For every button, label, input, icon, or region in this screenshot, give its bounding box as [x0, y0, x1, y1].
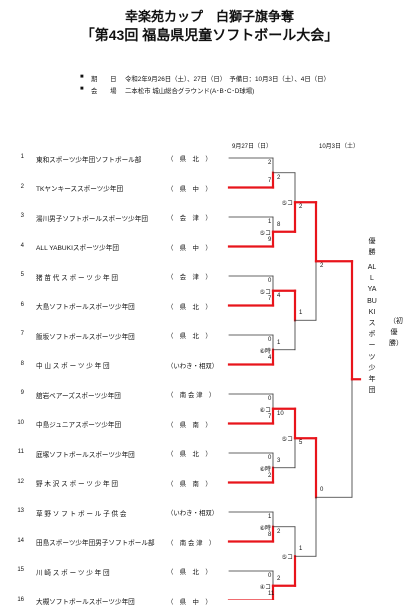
team-number: 5	[20, 272, 24, 278]
team-region: （いわき・相双）	[167, 510, 219, 517]
score-bottom: 2	[277, 575, 281, 582]
score-bottom: 1	[277, 339, 281, 346]
score-top: 2	[277, 528, 281, 535]
score-top: 2	[320, 263, 324, 270]
round-header-1: 9月27日（日）	[232, 144, 273, 150]
score-top: 2	[277, 174, 281, 181]
team-number: 6	[20, 301, 24, 308]
team-region: （ 県 北 ）	[167, 303, 212, 311]
score-top: 0	[268, 278, 272, 284]
team-region: （いわき・相双）	[167, 362, 219, 370]
team-region: （ 県 北 ）	[167, 569, 212, 576]
team-region: （ 県 南 ）	[167, 480, 212, 488]
bullet-icon: ■	[80, 86, 84, 92]
team-region: （ 会 津 ）	[167, 274, 212, 281]
team-region: （ 県 南 ）	[167, 421, 212, 429]
score-top: 10	[277, 410, 284, 417]
team-name: 東和スポーツ少年団ソフトボール部	[36, 156, 142, 164]
match-note: ⑤コ	[281, 201, 293, 208]
schedule-value: 令和2年9月26日（土）、27日（日） 予備日：10月3日（土）、4日（日）	[125, 76, 330, 83]
match-note: ⑥時	[259, 348, 271, 355]
team-region: （ 南 会 津 ）	[167, 539, 216, 547]
team-name: 大島ソフトボールスポーツ少年団	[36, 304, 135, 311]
team-name: 湯川男子ソフトボールスポーツ少年団	[36, 215, 148, 223]
score-top: 0	[268, 337, 272, 343]
team-name: 草野ソフトボール子供会	[36, 510, 129, 518]
team-number: 13	[17, 508, 24, 514]
schedule-label: 期 日	[91, 76, 117, 83]
team-region: （ 南 会 津 ）	[167, 392, 216, 399]
team-region: （ 会 津 ）	[167, 215, 212, 222]
team-number: 10	[17, 419, 24, 426]
team-number: 15	[17, 567, 24, 573]
score-bottom: 8	[277, 221, 281, 228]
score-top: 1	[268, 514, 272, 520]
team-number: 7	[20, 331, 24, 337]
score-top: 2	[299, 204, 303, 211]
team-number: 9	[20, 390, 24, 396]
match-note: ⑤コ	[259, 289, 271, 296]
score-top: 0	[268, 573, 272, 579]
team-number: 3	[20, 213, 24, 219]
team-number: 2	[20, 183, 24, 190]
team-name: 田島スポーツ少年団男子ソフトボール部	[36, 540, 155, 547]
team-region: （ 県 北 ）	[167, 156, 212, 163]
team-name: 庭塚ソフトボールスポーツ少年団	[36, 451, 135, 459]
match-note: ④コ	[259, 584, 271, 591]
venue-label: 会 場	[91, 88, 117, 95]
champion-note: （初優勝）	[389, 318, 403, 348]
team-number: 8	[20, 360, 24, 367]
team-name: 中山スポーツ少年団	[36, 363, 112, 370]
venue-value: 二本松市 城山総合グラウンド(A･B･C･D球場)	[125, 88, 255, 95]
score-bottom: 7	[268, 413, 272, 420]
team-region: （ 県 北 ）	[167, 333, 212, 340]
team-number: 12	[17, 478, 24, 485]
team-name: 野木沢スポーツ少年団	[36, 481, 120, 488]
team-name: 飯坂ソフトボールスポーツ少年団	[36, 333, 135, 341]
team-region: （ 県 中 ）	[167, 244, 212, 252]
score-bottom: 7	[268, 177, 272, 184]
match-note: ⑥時	[259, 466, 271, 473]
match-note: ⑤コ	[259, 230, 271, 237]
score-top: 5	[299, 440, 303, 447]
team-region: （ 県 北 ）	[167, 451, 212, 458]
score-bottom: 3	[277, 457, 281, 464]
team-name: 舘岩ベアーズスポーツ少年団	[36, 392, 121, 400]
score-bottom: 1	[299, 546, 303, 553]
team-name: 猪苗代スポーツ少年団	[36, 274, 120, 282]
score-bottom: 7	[268, 295, 272, 302]
score-bottom: 4	[268, 354, 272, 361]
score-bottom: 2	[268, 472, 272, 479]
team-region: （ 県 中 ）	[167, 185, 212, 193]
team-name: 中島ジュニアスポーツ少年団	[36, 422, 122, 429]
score-bottom: 11	[268, 590, 275, 597]
score-bottom: 9	[268, 236, 272, 243]
match-note: ⑥時	[259, 525, 271, 532]
match-note: ⑤コ	[281, 437, 293, 444]
team-number: 14	[17, 537, 24, 544]
score-top: 4	[277, 292, 281, 299]
team-name: ALL YABUKIスポーツ少年団	[36, 245, 119, 252]
round-header-2: 10月3日（土）	[319, 144, 360, 150]
match-note: ⑥コ	[259, 407, 271, 414]
team-number: 1	[20, 154, 24, 160]
champion-label: 優勝	[368, 238, 376, 257]
score-top: 1	[268, 219, 272, 225]
team-name: 川崎スポーツ少年団	[36, 569, 112, 577]
page-title: 幸楽苑カップ 白獅子旗争奪	[124, 9, 294, 24]
bullet-icon: ■	[80, 74, 84, 80]
page-subtitle: 「第43回 福島県児童ソフトボール大会」	[80, 27, 339, 43]
score-top: 2	[268, 160, 272, 166]
score-bottom: 1	[299, 310, 303, 317]
score-bottom: 8	[268, 531, 272, 538]
score-top: 0	[268, 396, 272, 402]
team-number: 11	[17, 449, 24, 455]
team-name: TKヤンキーススポーツ少年団	[36, 186, 124, 193]
score-bottom: 0	[320, 487, 324, 494]
champion-team: ALL YABUKIスポーツ少年団	[367, 264, 377, 395]
team-number: 4	[20, 242, 24, 249]
score-top: 0	[268, 455, 272, 461]
match-note: ⑤コ	[281, 555, 293, 562]
